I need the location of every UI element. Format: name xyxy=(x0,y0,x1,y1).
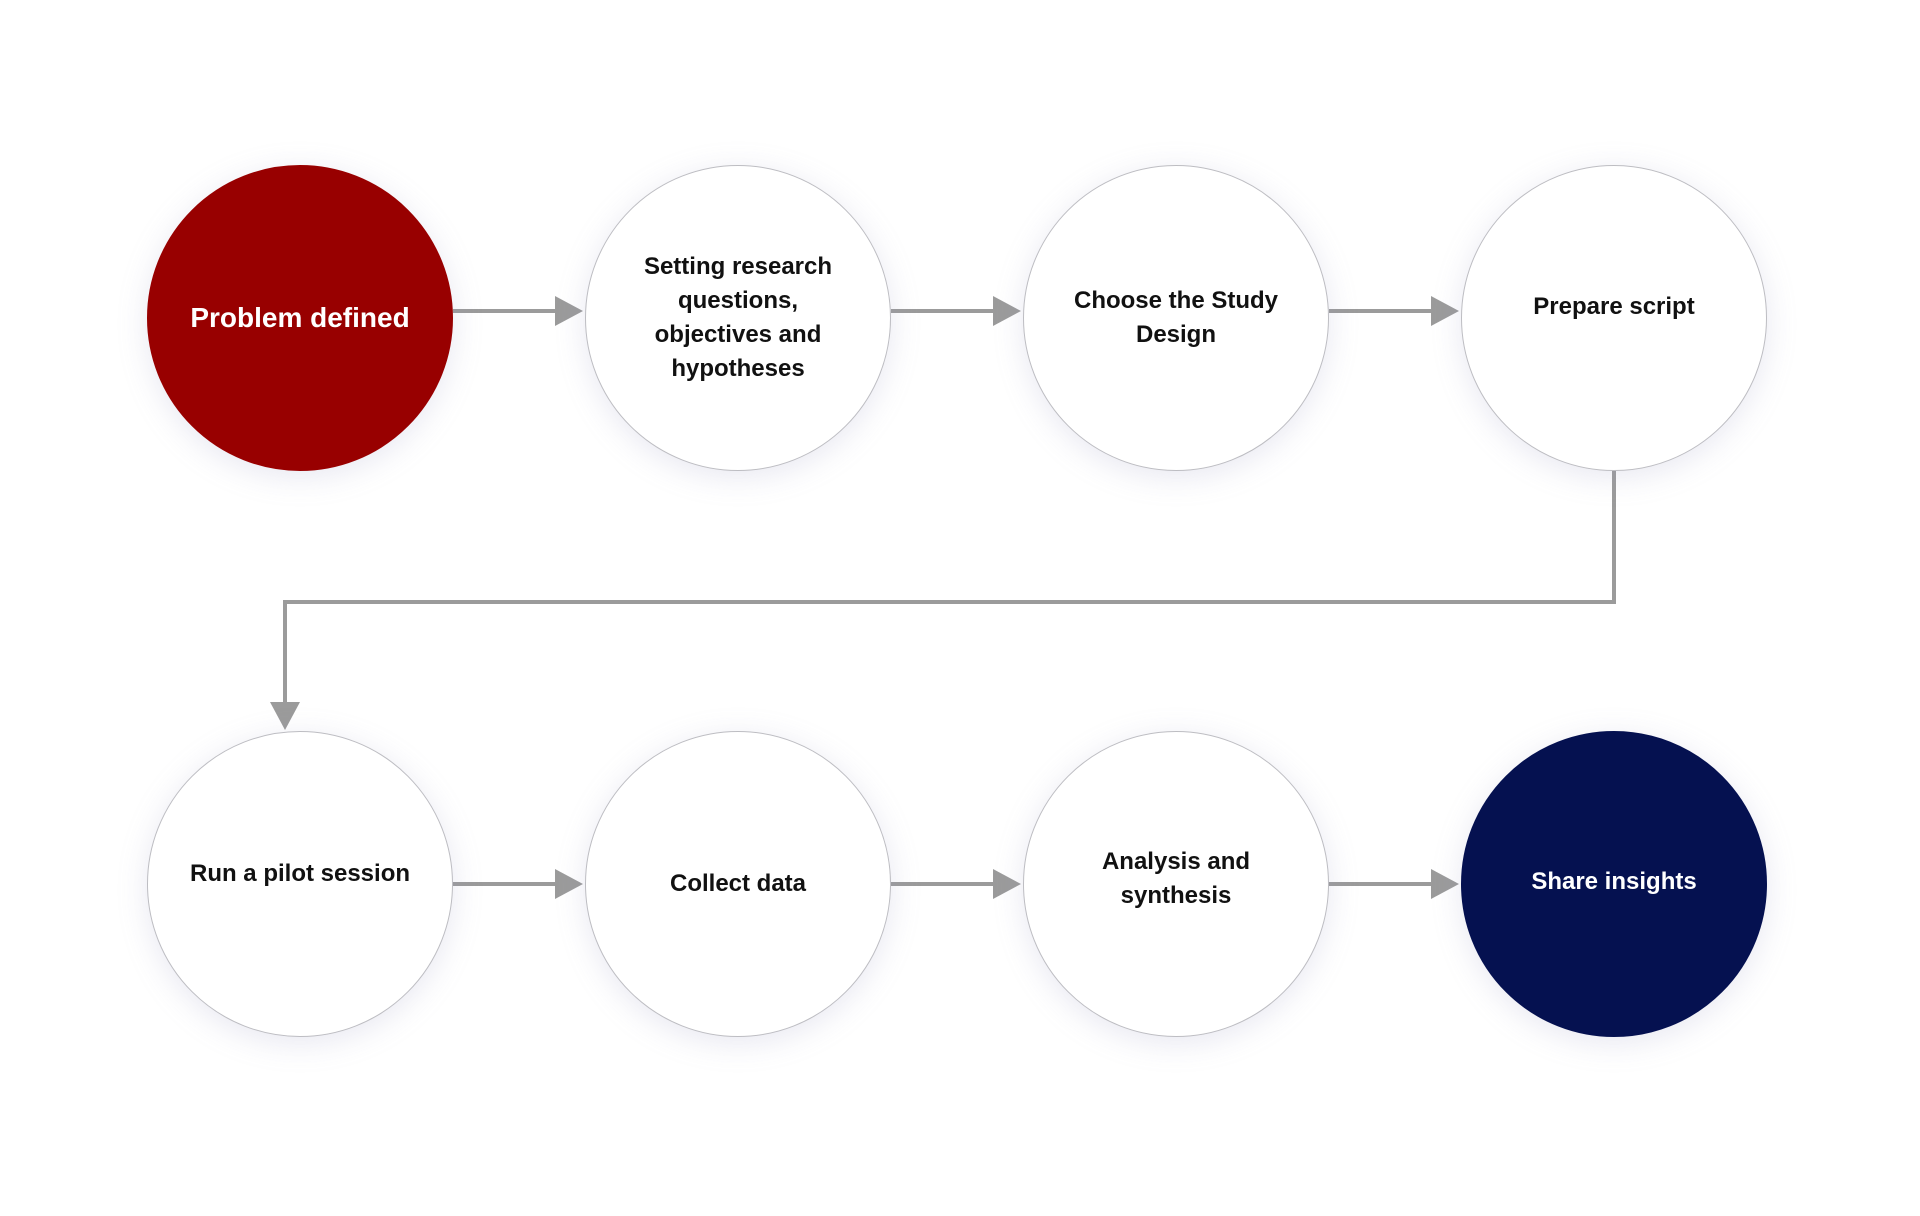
arrow-4-to-5 xyxy=(283,471,1616,702)
step-label: Prepare script xyxy=(1533,293,1695,320)
step-label: Share insights xyxy=(1531,868,1697,895)
arrowhead-3-to-4 xyxy=(1431,296,1459,326)
step-prepare-script: Prepare script xyxy=(1461,165,1767,471)
step-label: Setting research questions, objectives a… xyxy=(643,253,833,382)
step-label: Choose the Study Design xyxy=(1073,287,1278,348)
step-analysis-and-synthesis: Analysis and synthesis xyxy=(1023,731,1329,1037)
arrowhead-7-to-8 xyxy=(1431,869,1459,899)
step-run-pilot-session: Run a pilot session xyxy=(147,731,453,1037)
step-setting-research-questions: Setting research questions, objectives a… xyxy=(585,165,891,471)
arrowhead-4-to-5 xyxy=(270,702,300,730)
step-label: Analysis and synthesis xyxy=(1101,848,1251,909)
step-choose-study-design: Choose the Study Design xyxy=(1023,165,1329,471)
step-problem-defined: Problem defined xyxy=(147,165,453,471)
arrowhead-6-to-7 xyxy=(993,869,1021,899)
step-share-insights: Share insights xyxy=(1461,731,1767,1037)
step-label: Problem defined xyxy=(190,302,410,333)
step-label: Run a pilot session xyxy=(189,860,411,887)
step-collect-data: Collect data xyxy=(585,731,891,1037)
arrowhead-5-to-6 xyxy=(555,869,583,899)
arrowhead-1-to-2 xyxy=(555,296,583,326)
arrowhead-2-to-3 xyxy=(993,296,1021,326)
step-label: Collect data xyxy=(669,870,807,897)
